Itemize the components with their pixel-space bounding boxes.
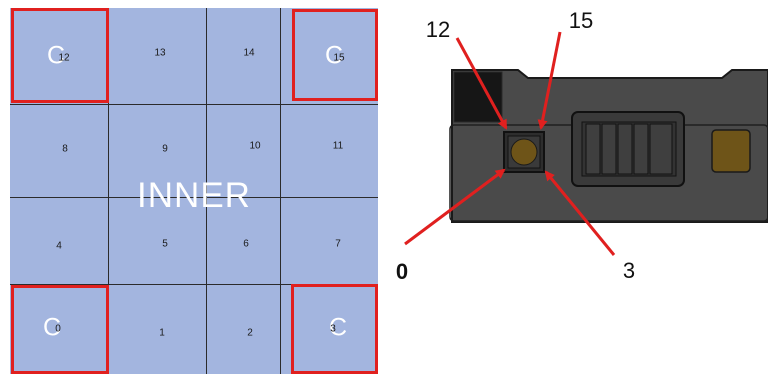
callout-12: 12	[426, 17, 450, 43]
connector-pin	[650, 124, 672, 174]
callout-0: 0	[396, 259, 408, 285]
callout-15: 15	[569, 8, 593, 34]
connector-pin	[602, 124, 616, 174]
connector-pin	[618, 124, 632, 174]
connector-pin	[586, 124, 600, 174]
secondary-pad	[712, 130, 750, 172]
connector-pin	[634, 124, 648, 174]
sensor-lens	[511, 139, 537, 165]
callout-3: 3	[623, 258, 635, 284]
